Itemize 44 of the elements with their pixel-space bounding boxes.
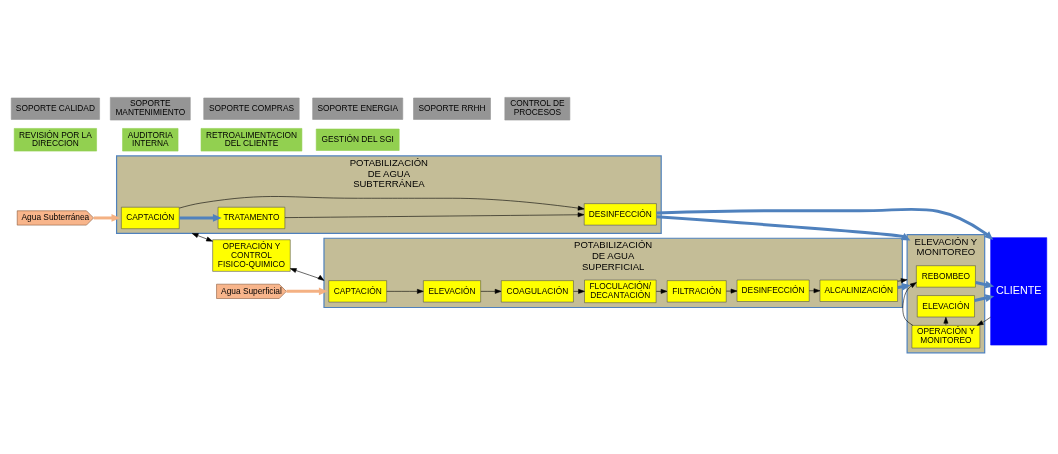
node-box: OPERACIÓN Y CONTROL FISICO-QUIMICO bbox=[212, 238, 291, 272]
node-box: ELEVACIÓN bbox=[916, 294, 975, 317]
node-box: REVISIÓN POR LA DIRECCION bbox=[13, 127, 97, 151]
node-box: CAPTACIÓN bbox=[328, 279, 387, 302]
arrow bbox=[573, 288, 585, 294]
node-box: ALCALINIZACIÓN bbox=[819, 279, 898, 302]
node-box: SOPORTE MANTENIMIENTO bbox=[110, 96, 191, 120]
node-box: CAPTACIÓN bbox=[121, 206, 180, 229]
arrow bbox=[902, 281, 917, 326]
arrow bbox=[656, 288, 668, 294]
node-box: FLOCULACIÓN/ DECANTACIÓN bbox=[584, 279, 657, 303]
node-box: RETROALIMENTACION DEL CLIENTE bbox=[200, 127, 303, 151]
arrow bbox=[976, 316, 991, 326]
arrow bbox=[290, 267, 325, 281]
node-box: COAGULACIÓN bbox=[500, 279, 574, 302]
arrow bbox=[179, 213, 222, 222]
node-box: DESINFECCIÓN bbox=[736, 279, 810, 302]
arrow bbox=[191, 232, 213, 241]
node-box: SOPORTE CALIDAD bbox=[10, 97, 100, 120]
node-box: REBOMBEO bbox=[916, 264, 976, 287]
node-box: CLIENTE bbox=[990, 236, 1048, 345]
node-box: CONTROL DE PROCESOS bbox=[504, 96, 571, 120]
node-box: SOPORTE COMPRAS bbox=[203, 97, 300, 120]
arrow bbox=[179, 195, 585, 210]
arrow bbox=[284, 211, 585, 218]
node-box: ELEVACIÓN bbox=[423, 279, 481, 302]
arrow bbox=[809, 287, 821, 293]
arrow bbox=[897, 277, 908, 283]
arrow bbox=[286, 287, 328, 295]
node-box: FILTRACIÓN bbox=[666, 279, 727, 302]
arrow bbox=[726, 288, 738, 293]
node-box: AUDITORIA INTERNA bbox=[122, 127, 179, 151]
arrow bbox=[974, 293, 995, 302]
node-box: GESTIÓN DEL SGI bbox=[315, 128, 400, 151]
arrow bbox=[656, 207, 994, 240]
arrow bbox=[943, 316, 949, 326]
node-box: SOPORTE RRHH bbox=[413, 97, 491, 120]
arrow bbox=[480, 288, 502, 294]
node-box: DESINFECCIÓN bbox=[583, 202, 657, 225]
arrow bbox=[386, 288, 424, 294]
arrow bbox=[656, 214, 911, 241]
node-box: TRATAMENTO bbox=[217, 206, 286, 229]
arrow bbox=[93, 213, 121, 222]
node-box: SOPORTE ENERGIA bbox=[312, 97, 404, 120]
